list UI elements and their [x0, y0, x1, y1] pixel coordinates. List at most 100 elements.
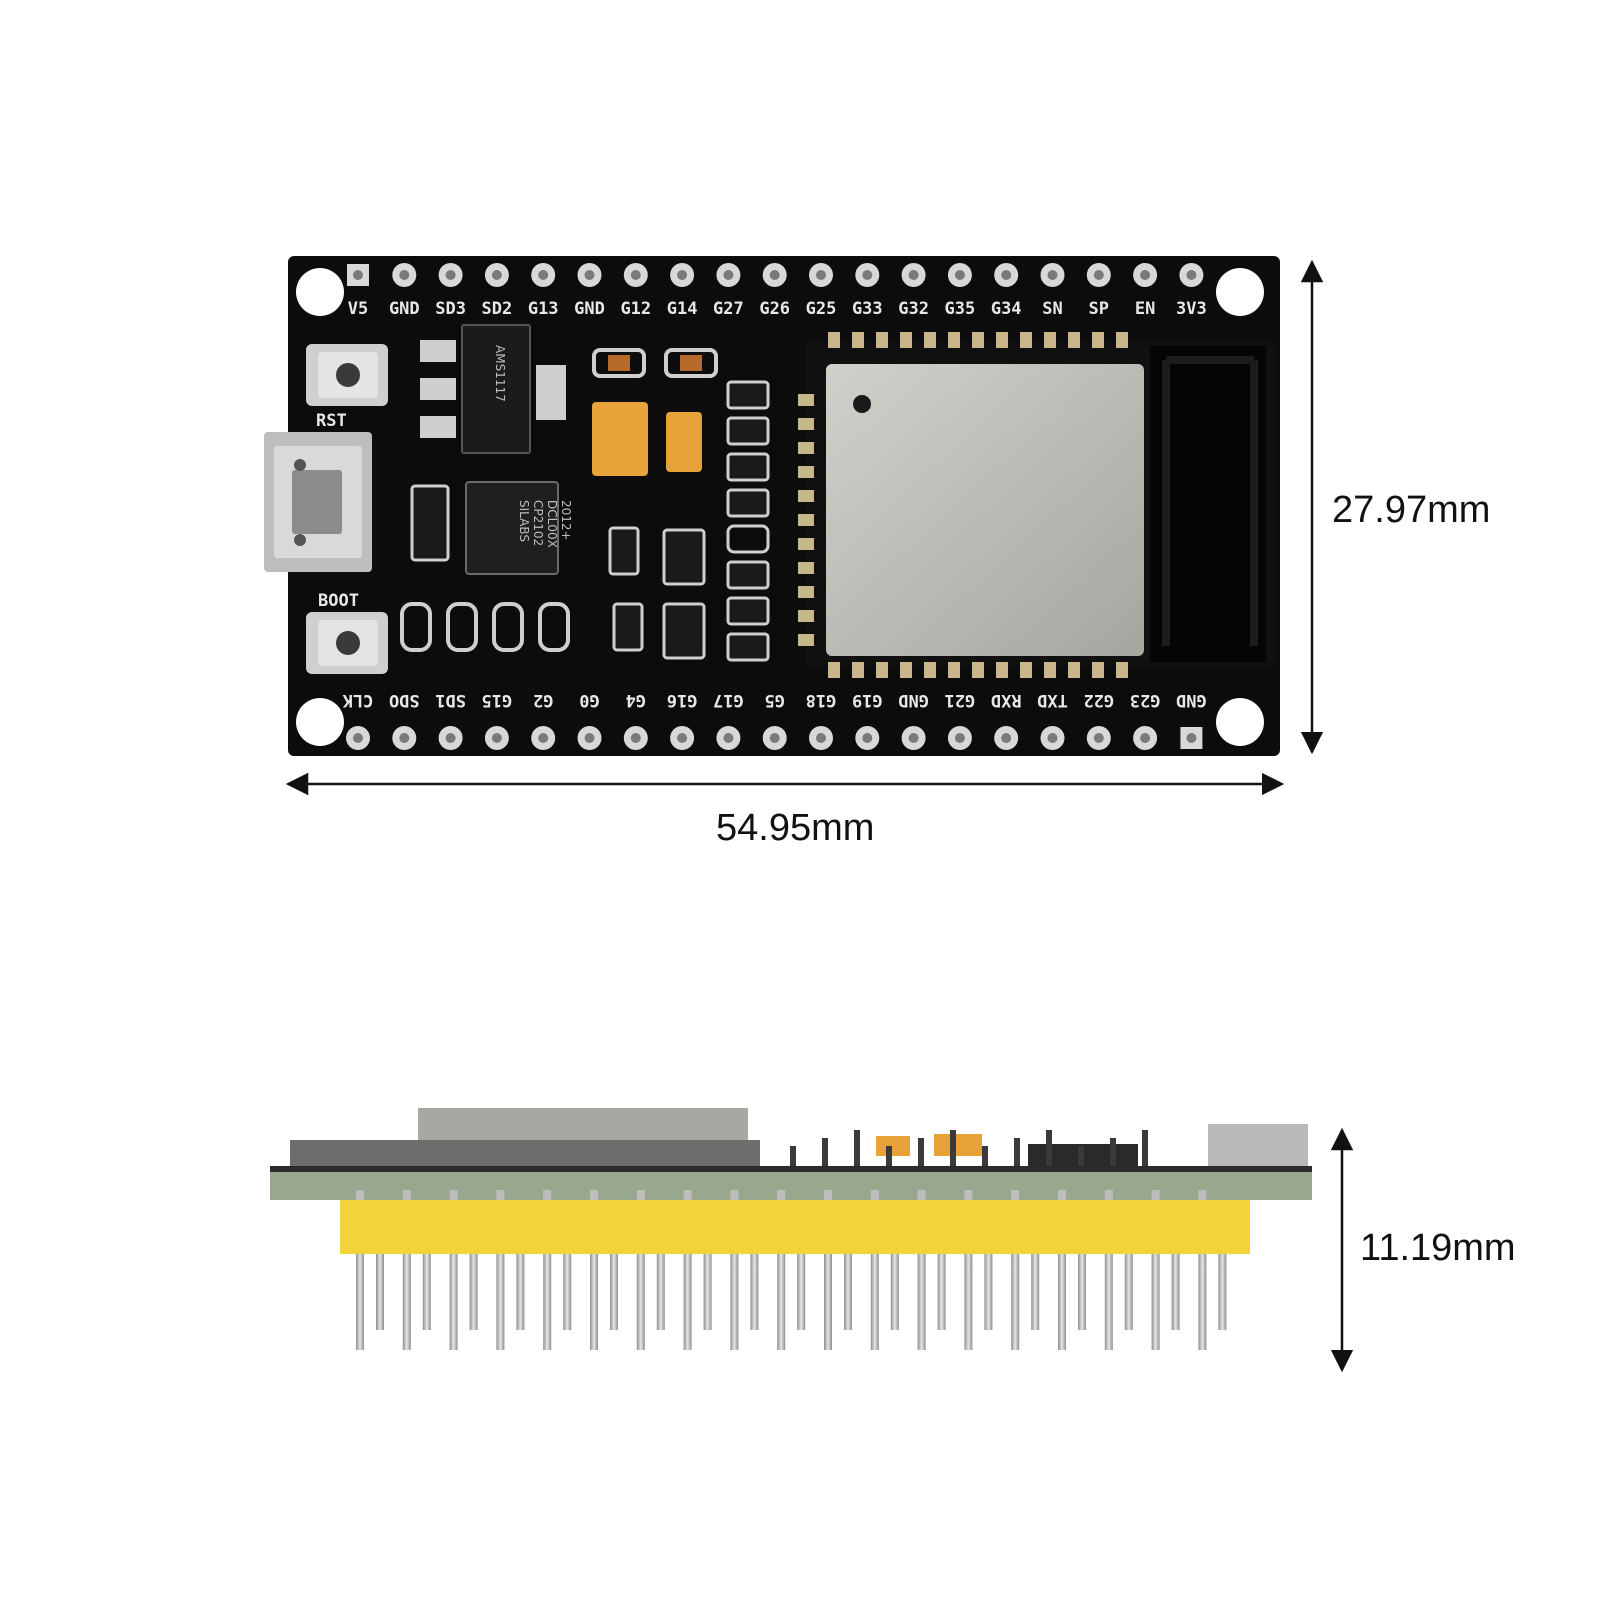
bottom-pin-label: GND: [898, 690, 929, 710]
header-pin-side: [870, 1254, 879, 1350]
header-pin-side: [356, 1254, 364, 1350]
bottom-pin-label: G5: [764, 690, 784, 710]
bottom-pin-label: G0: [579, 690, 599, 710]
bottom-pin-label: TXD: [1037, 690, 1068, 710]
usb-uart-chip: [465, 481, 559, 575]
bottom-pin-label: G15: [482, 690, 513, 710]
header-pin-side: [890, 1254, 899, 1330]
header-pin-side: [1078, 1254, 1086, 1330]
width-dimension: 54.95mm: [285, 772, 1285, 849]
bottom-pin-label: G22: [1083, 690, 1114, 710]
top-pin-label: G33: [852, 299, 883, 319]
header-pin-side: [1104, 1254, 1113, 1350]
header-pin-side: [750, 1254, 759, 1330]
bottom-pin-label: G23: [1130, 690, 1161, 710]
bottom-pin-label: G16: [667, 690, 698, 710]
boot-button[interactable]: [306, 612, 388, 674]
tantalum-capacitor: [592, 402, 648, 476]
top-pin-label: G25: [806, 299, 837, 319]
top-pin-label: SD2: [482, 299, 513, 319]
header-pin-side: [1058, 1254, 1066, 1350]
board-side-view: [270, 1108, 1312, 1350]
top-pin-label: G14: [667, 299, 698, 319]
top-pin-label: GND: [389, 299, 420, 319]
header-pin-side: [1031, 1254, 1040, 1330]
top-pin-label: G35: [945, 299, 976, 319]
chip-line-3: DCL00X: [545, 500, 559, 548]
voltage-regulator: [420, 324, 566, 454]
top-pin-label: SP: [1089, 299, 1109, 319]
header-pin-side: [824, 1254, 832, 1350]
header-pin-side: [590, 1254, 598, 1350]
top-pin-label: 3V3: [1176, 299, 1207, 319]
mounting-hole: [1216, 698, 1264, 746]
esp32-module-base: [290, 1140, 760, 1168]
bottom-pin-label: CLK: [342, 690, 373, 710]
header-pin-side: [656, 1254, 665, 1330]
header-pin-side: [610, 1254, 618, 1330]
rf-shield: [826, 364, 1144, 656]
header-pin-side: [683, 1254, 692, 1350]
tantalum-capacitor: [666, 412, 702, 472]
top-pin-label: V5: [348, 299, 368, 319]
width-dimension-label: 54.95mm: [716, 807, 874, 849]
thickness-dimension: 11.19mm: [1330, 1127, 1516, 1373]
chip-line-2: CP2102: [531, 500, 545, 546]
header-pin-side: [496, 1254, 505, 1350]
header-pin-side: [964, 1254, 973, 1350]
header-pin-side: [469, 1254, 478, 1330]
header-pin-side: [1171, 1254, 1180, 1330]
header-pin-side: [937, 1254, 946, 1330]
header-pin-side: [1124, 1254, 1133, 1330]
bottom-pin-label: G2: [533, 690, 553, 710]
header-pin-side: [422, 1254, 431, 1330]
header-pin-side: [797, 1254, 806, 1330]
bottom-pin-label: G4: [626, 690, 646, 710]
usb-uart-chip-marking: SILABS CP2102 DCL00X 2012+: [517, 500, 573, 548]
header-pin-side: [376, 1254, 384, 1330]
top-pin-label: G34: [991, 299, 1022, 319]
bottom-pin-label: G18: [806, 690, 837, 710]
header-pin-side: [543, 1254, 552, 1350]
regulator-text: AMS1117: [493, 345, 507, 402]
chip-line-4: 2012+: [559, 500, 573, 541]
header-pin-side: [984, 1254, 993, 1330]
header-pin-side: [777, 1254, 786, 1350]
height-dimension: 27.97mm: [1300, 259, 1490, 755]
header-pin-side: [1151, 1254, 1160, 1350]
header-pin-side: [636, 1254, 645, 1350]
header-plastic: [340, 1200, 1250, 1254]
bottom-pin-label: SD1: [435, 690, 466, 710]
header-pin-side: [703, 1254, 712, 1330]
bottom-pin-label: GND: [1176, 690, 1207, 710]
bottom-pin-label: G19: [852, 690, 883, 710]
header-pin-side: [1198, 1254, 1207, 1350]
top-pin-label: SD3: [435, 299, 466, 319]
top-pin-label: G12: [620, 299, 651, 319]
smd-components: [400, 348, 770, 662]
header-pin-side: [844, 1254, 852, 1330]
top-pin-label: SN: [1042, 299, 1062, 319]
usb-port-side: [1208, 1124, 1308, 1168]
micro-usb-port: [264, 432, 372, 572]
header-pin-side: [516, 1254, 525, 1330]
height-dimension-label: 27.97mm: [1332, 489, 1490, 531]
mounting-hole: [296, 698, 344, 746]
header-pin-side: [449, 1254, 458, 1350]
header-pins-side: [356, 1190, 1227, 1350]
bottom-pin-label: G17: [713, 690, 744, 710]
boot-button-label: BOOT: [318, 591, 359, 611]
header-pin-side: [917, 1254, 926, 1350]
reset-button-label: RST: [316, 411, 347, 431]
top-pin-label: EN: [1135, 299, 1155, 319]
header-pin-side: [402, 1254, 411, 1350]
reset-button[interactable]: [306, 344, 388, 406]
header-pin-side: [563, 1254, 572, 1330]
top-pin-label: G26: [759, 299, 790, 319]
header-pin-side: [730, 1254, 739, 1350]
top-pin-label: G27: [713, 299, 744, 319]
bottom-pin-label: G21: [945, 690, 976, 710]
